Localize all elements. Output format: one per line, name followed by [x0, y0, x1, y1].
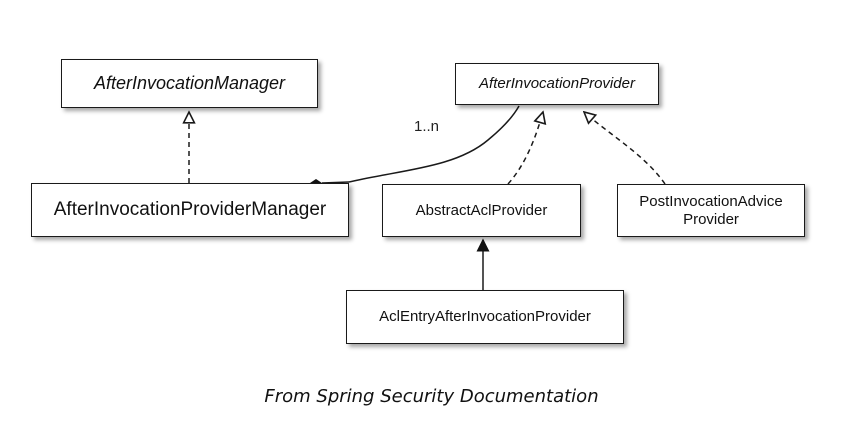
- abstract-acl-provider-box: AbstractAclProvider: [382, 184, 581, 237]
- figure-caption: From Spring Security Documentation: [264, 386, 599, 407]
- after-invocation-provider-label: AfterInvocationProvider: [479, 75, 635, 92]
- post-invocation-advice-provider-box: PostInvocationAdvice Provider: [617, 184, 805, 237]
- after-invocation-provider-manager-label: AfterInvocationProviderManager: [53, 198, 327, 220]
- post-invocation-advice-provider-line2: Provider: [683, 210, 739, 228]
- aggregation-link: [321, 181, 350, 184]
- edge-manager-aggregates-providers: [348, 105, 520, 183]
- edge-abstract-acl-realizes-provider: [507, 112, 543, 185]
- after-invocation-manager-box: AfterInvocationManager: [61, 59, 318, 108]
- edge-post-invocation-realizes-provider: [584, 112, 666, 185]
- after-invocation-manager-label: AfterInvocationManager: [93, 72, 286, 93]
- multiplicity-label: 1..n: [414, 118, 440, 135]
- abstract-acl-provider-label: AbstractAclProvider: [415, 201, 548, 219]
- acl-entry-after-invocation-provider-box: AclEntryAfterInvocationProvider: [346, 290, 624, 344]
- after-invocation-provider-box: AfterInvocationProvider: [455, 63, 659, 105]
- after-invocation-provider-manager-box: AfterInvocationProviderManager: [31, 183, 349, 237]
- post-invocation-advice-provider-line1: PostInvocationAdvice: [639, 192, 783, 210]
- acl-entry-after-invocation-provider-label: AclEntryAfterInvocationProvider: [379, 308, 591, 325]
- post-invocation-advice-provider-text: PostInvocationAdvice Provider: [639, 193, 782, 229]
